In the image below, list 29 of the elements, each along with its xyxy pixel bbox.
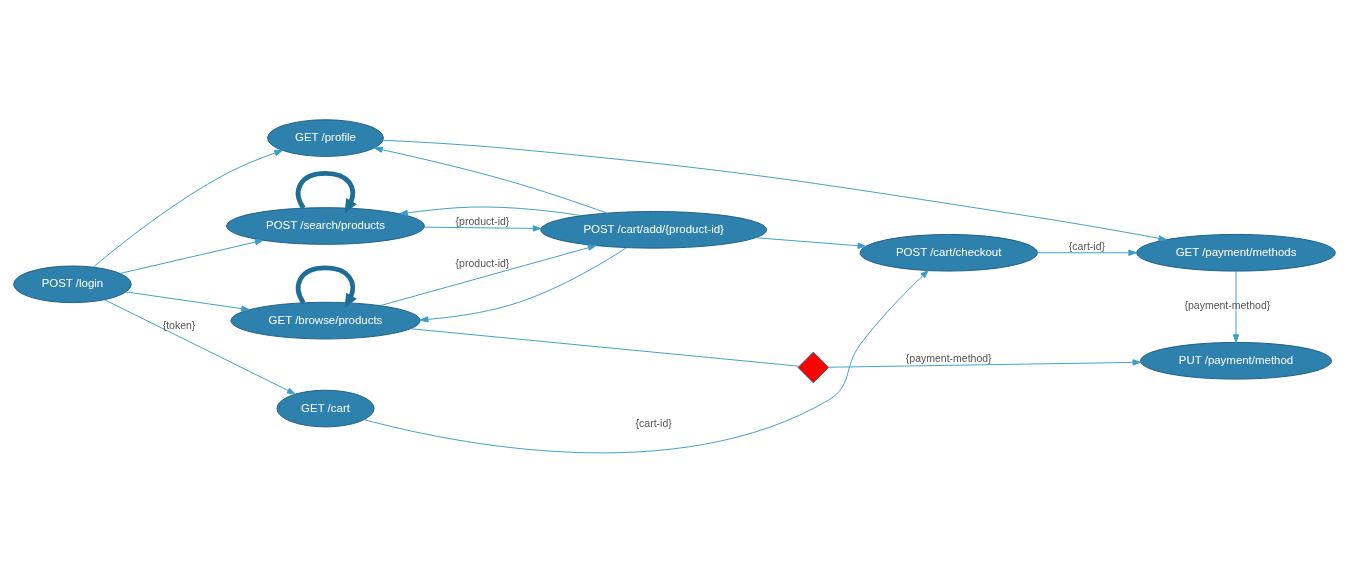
arrow <box>374 146 608 214</box>
arrow <box>419 247 628 323</box>
arrow <box>1232 270 1240 343</box>
arrow <box>399 206 583 217</box>
arrow <box>423 225 542 232</box>
edge-label: {payment-method} <box>905 351 992 364</box>
edge-label: {payment-method} <box>1184 299 1271 312</box>
arrow <box>363 270 929 454</box>
node-ellipse: PUT /payment/method <box>1140 341 1332 380</box>
arrow <box>103 299 296 395</box>
arrow <box>828 359 1142 368</box>
arrow <box>1037 249 1137 256</box>
node-cross <box>797 351 830 384</box>
arrow <box>296 170 357 214</box>
edge-label: {cart-id} <box>1068 239 1106 252</box>
arrow <box>125 291 250 312</box>
edge-label: {token} <box>162 319 196 332</box>
edge-label: {product-id} <box>455 256 510 269</box>
node-ellipse: GET /browse/products <box>230 301 421 340</box>
arrow <box>379 244 597 307</box>
arrow <box>382 139 1167 242</box>
edge-label: {product-id} <box>455 214 510 227</box>
connector <box>410 328 800 367</box>
arrow <box>119 238 264 274</box>
node-ellipse: POST /login <box>13 265 132 304</box>
edge-label: {cart-id} <box>635 416 672 429</box>
arrow <box>755 237 867 249</box>
arrow <box>93 149 284 268</box>
arrow <box>296 265 357 309</box>
